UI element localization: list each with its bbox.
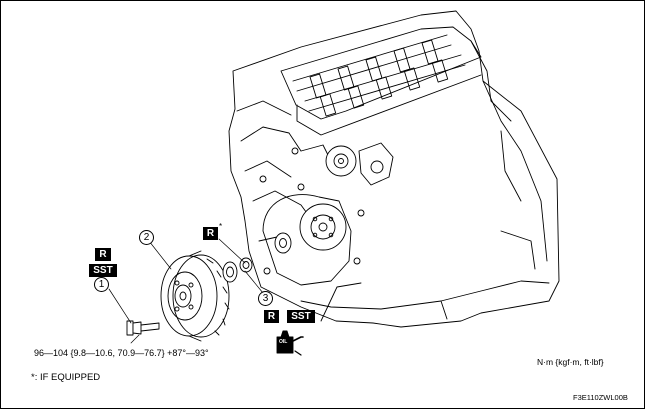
crankshaft-pulley: [160, 250, 230, 342]
engine-block: [228, 10, 560, 328]
r-badge-bottom: R: [264, 310, 279, 323]
oil-can-label: OIL: [279, 339, 288, 345]
leader-lines: [108, 238, 264, 344]
seal-washers: [222, 257, 253, 283]
seal-asterisk: *: [219, 222, 223, 231]
oil-can-icon: [276, 330, 304, 356]
sst-badge-bolt: SST: [89, 264, 117, 277]
r-badge-seal: R: [203, 227, 218, 240]
callout-2: 2: [139, 230, 154, 245]
footnote: *: IF EQUIPPED: [31, 372, 101, 383]
pulley-lock-bolt: [126, 320, 160, 336]
torque-spec: 96—104 {9.8—10.6, 70.9—76.7} +87°—93°: [34, 348, 209, 358]
callout-3: 3: [258, 291, 273, 306]
callout-1: 1: [94, 277, 109, 292]
figure-code: F3E110ZWL00B: [573, 393, 628, 402]
sst-badge-bottom: SST: [287, 310, 315, 323]
units-label: N·m {kgf·m, ft·lbf}: [537, 357, 604, 367]
r-badge-bolt: R: [95, 248, 111, 261]
